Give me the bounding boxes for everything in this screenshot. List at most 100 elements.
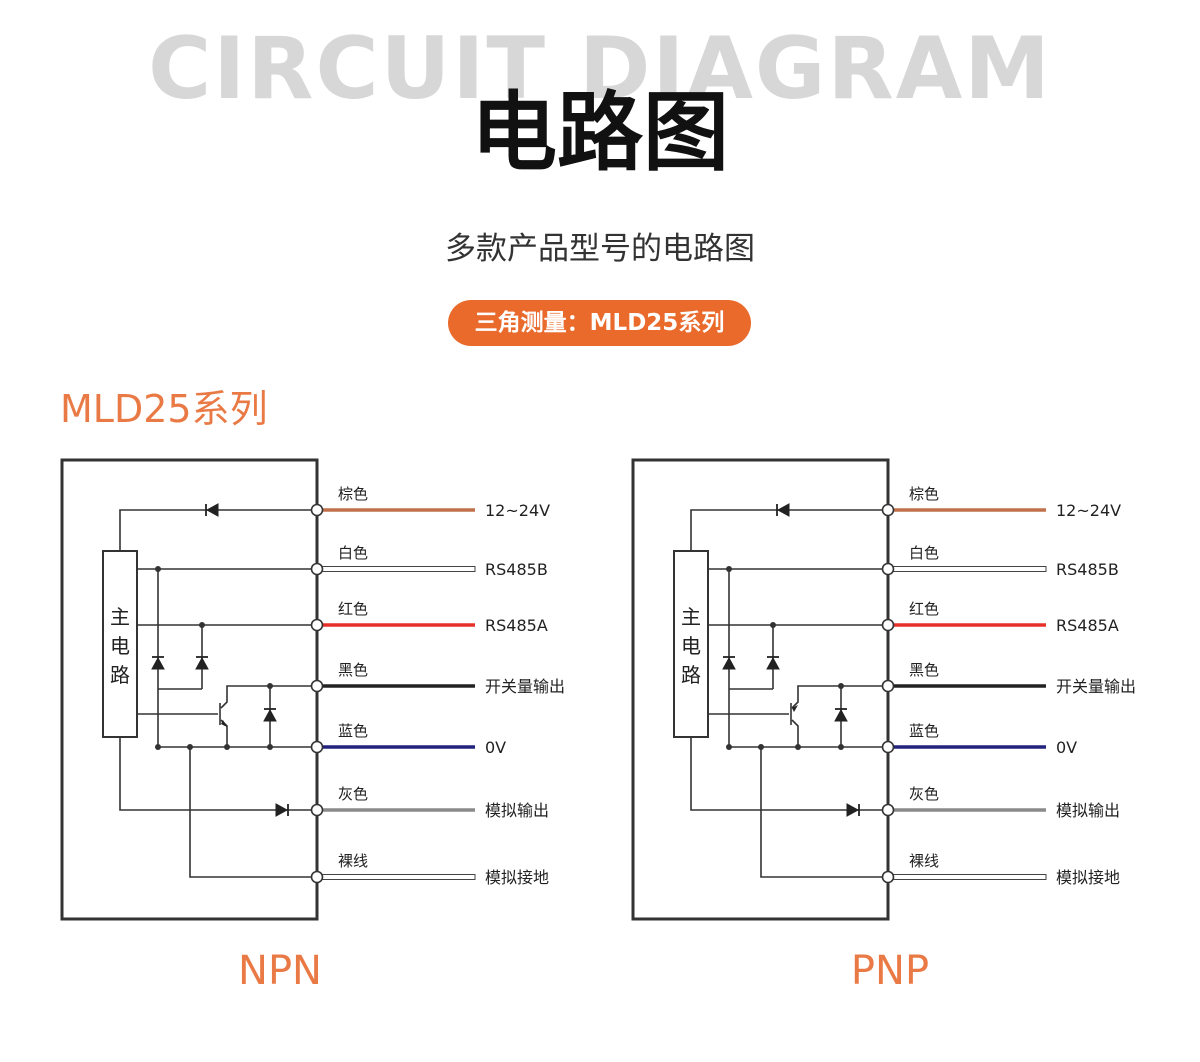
junction-dot — [224, 744, 230, 750]
wire-signal-label: RS485A — [485, 616, 548, 635]
junction-dot — [758, 744, 764, 750]
terminal-1 — [881, 503, 895, 517]
diode-body — [275, 803, 289, 817]
wire-signal-label: RS485B — [485, 560, 548, 579]
background-title: CIRCUIT DIAGRAM — [148, 19, 1052, 119]
wire-color-label: 红色 — [338, 600, 368, 618]
diode-symbol — [263, 708, 277, 722]
wire-signal-label: 开关量输出 — [1056, 677, 1136, 696]
main-circuit-label-char: 电 — [681, 634, 701, 658]
diode-body — [195, 656, 209, 670]
wire-signal-label: 12~24V — [1056, 501, 1121, 520]
wire-color-label: 蓝色 — [909, 722, 939, 740]
wire-color-label: 灰色 — [909, 785, 939, 803]
terminal-4 — [881, 679, 895, 693]
wire-color-label: 黑色 — [909, 661, 939, 679]
wire-color-label: 棕色 — [338, 485, 368, 503]
pnp-label: PNP — [850, 948, 930, 994]
junction-dot — [726, 744, 732, 750]
wire-signal-label: 12~24V — [485, 501, 550, 520]
terminal-6 — [310, 803, 324, 817]
junction-dot — [267, 744, 273, 750]
npn-label: NPN — [238, 948, 322, 994]
main-circuit-label-char: 路 — [110, 663, 130, 687]
diode-body — [766, 656, 780, 670]
main-circuit-label-char: 主 — [110, 605, 130, 629]
page-title: 电路图 — [471, 83, 729, 183]
wire-signal-label: RS485B — [1056, 560, 1119, 579]
junction-dot — [155, 744, 161, 750]
wire-2 — [320, 566, 476, 572]
wire-color-label: 黑色 — [338, 661, 368, 679]
circuit-wire — [119, 509, 312, 551]
terminal-3 — [881, 618, 895, 632]
wire-color-label: 蓝色 — [338, 722, 368, 740]
terminal-7 — [881, 870, 895, 884]
diode-symbol — [834, 708, 848, 722]
junction-dot — [187, 744, 193, 750]
circuit-wire — [791, 719, 799, 747]
wire-signal-label: 开关量输出 — [485, 677, 565, 696]
transistor-arrow — [792, 705, 798, 712]
diode-body — [846, 803, 860, 817]
circuit-wire — [690, 737, 883, 811]
npn-circuit-diagram: 主电路 棕色 12~24V 白色 RS485B 红色 RS485A 黑色开关量输出蓝色 0V 灰色… — [55, 452, 635, 932]
terminal-2 — [310, 562, 324, 576]
diode-symbol — [766, 656, 780, 670]
diode-body — [722, 656, 736, 670]
terminal-7 — [310, 870, 324, 884]
terminal-5 — [881, 740, 895, 754]
wire-color-label: 棕色 — [909, 485, 939, 503]
wire-7 — [320, 874, 476, 880]
diode-symbol — [722, 656, 736, 670]
junction-dot — [838, 744, 844, 750]
circuit-wire — [760, 747, 883, 878]
diode-symbol — [151, 656, 165, 670]
circuit-wire — [690, 509, 883, 551]
wire-color-label: 裸线 — [338, 852, 368, 870]
main-circuit-label-char: 路 — [681, 663, 701, 687]
wire-signal-label: 模拟输出 — [485, 801, 549, 820]
transistor-arrow — [221, 720, 227, 727]
diode-symbol — [275, 803, 289, 817]
series-badge: 三角测量：MLD25系列 — [448, 300, 751, 346]
diode-body — [776, 503, 790, 517]
wire-signal-label: 模拟输出 — [1056, 801, 1120, 820]
main-circuit-box — [673, 550, 709, 738]
circuit-svg: 主电路棕色12~24V白色RS485B红色RS485A黑色开关量输出蓝色0V灰色… — [631, 458, 1136, 921]
diode-symbol — [776, 503, 790, 517]
wire-signal-label: 0V — [485, 738, 506, 757]
main-circuit-label-char: 电 — [110, 634, 130, 658]
page-subtitle: 多款产品型号的电路图 — [445, 231, 755, 267]
terminal-4 — [310, 679, 324, 693]
terminal-3 — [310, 618, 324, 632]
diode-body — [151, 656, 165, 670]
wire-signal-label: RS485A — [1056, 616, 1119, 635]
wire-color-label: 白色 — [338, 544, 368, 562]
terminal-2 — [881, 562, 895, 576]
diode-body — [263, 708, 277, 722]
circuit-wire — [119, 737, 312, 811]
diode-body — [205, 503, 219, 517]
diode-symbol — [195, 656, 209, 670]
junction-dot — [795, 744, 801, 750]
circuit-wire — [189, 747, 312, 878]
diode-symbol — [846, 803, 860, 817]
wire-color-label: 裸线 — [909, 852, 939, 870]
diode-symbol — [205, 503, 219, 517]
terminal-1 — [310, 503, 324, 517]
wire-color-label: 灰色 — [338, 785, 368, 803]
wire-2 — [891, 566, 1047, 572]
wire-signal-label: 模拟接地 — [1056, 868, 1120, 887]
series-title: MLD25系列 — [60, 387, 268, 431]
diode-body — [834, 708, 848, 722]
wire-signal-label: 0V — [1056, 738, 1077, 757]
terminal-5 — [310, 740, 324, 754]
terminal-6 — [881, 803, 895, 817]
wire-color-label: 白色 — [909, 544, 939, 562]
circuit-wire — [220, 685, 312, 709]
main-circuit-label-char: 主 — [681, 605, 701, 629]
wire-signal-label: 模拟接地 — [485, 868, 549, 887]
